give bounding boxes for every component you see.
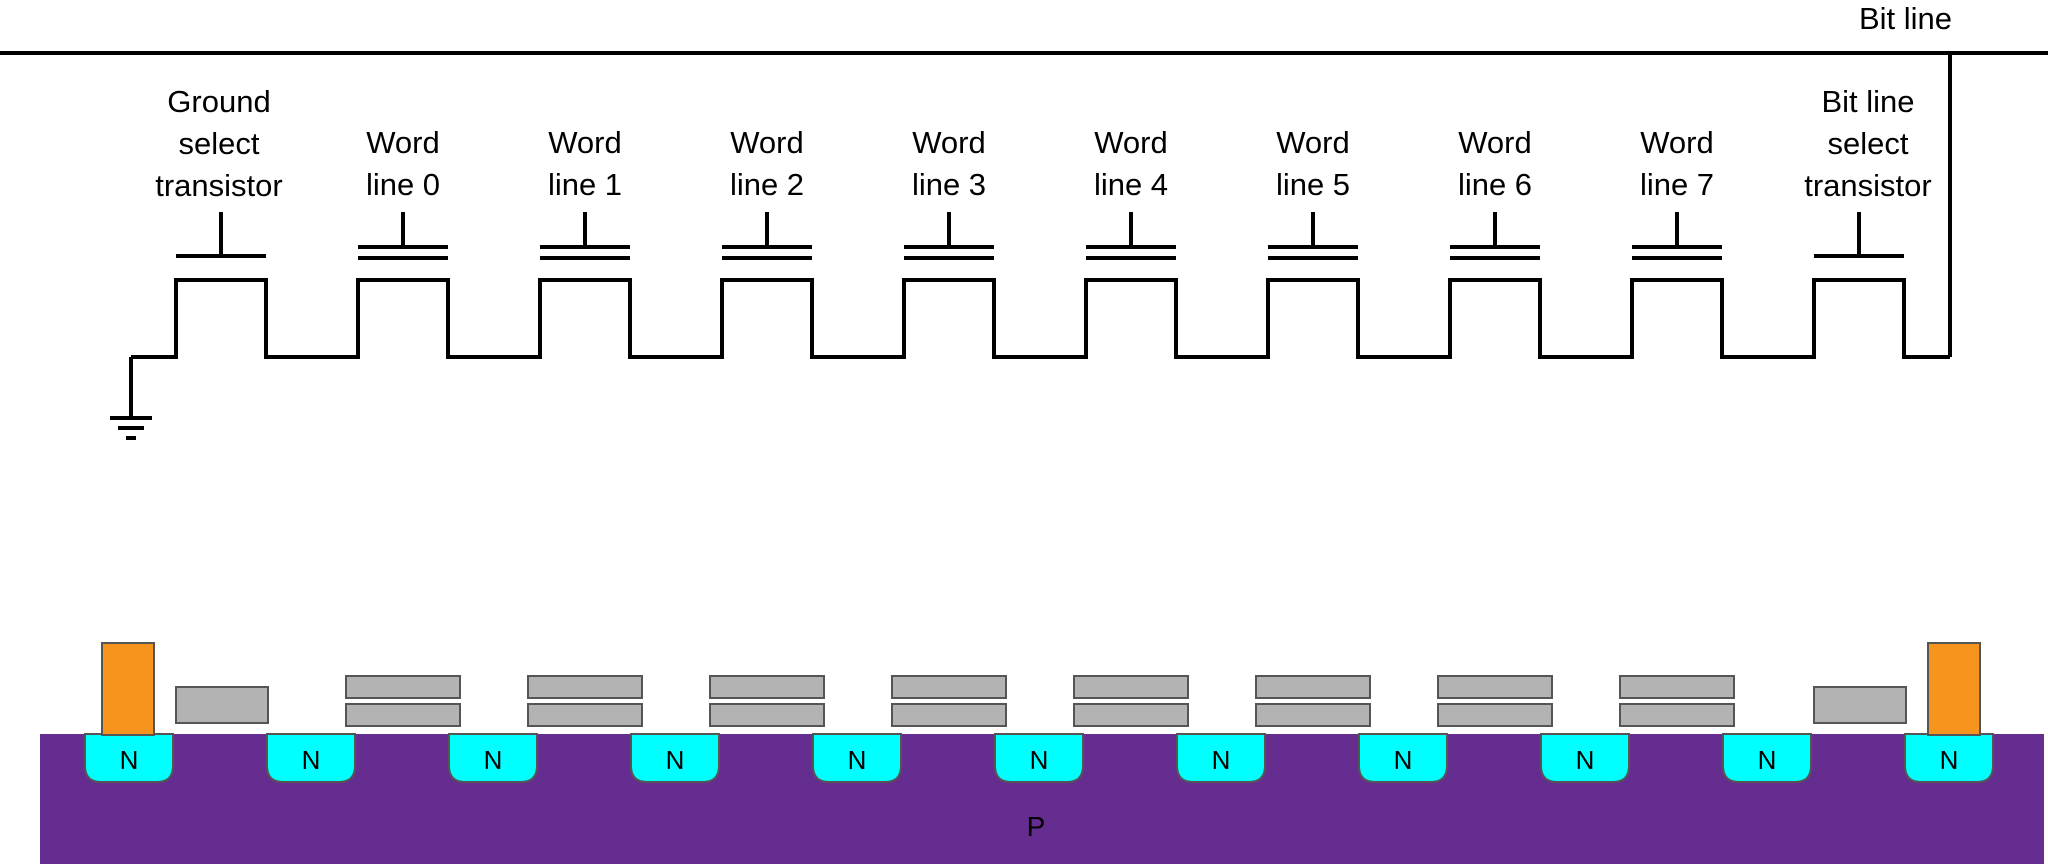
n-region: N [1540,733,1630,783]
n-region: N [1358,733,1448,783]
word-line-7-label-line: Word [1640,125,1714,160]
word-line-6-label: Word line 6 [1458,125,1532,202]
word-line-5-label-line: line 5 [1276,167,1350,202]
word-line-5-label-line: Word [1276,125,1350,160]
floating-gate-stack [1255,675,1371,727]
word-line-3-label: Word line 3 [912,125,986,202]
schematic [0,51,2048,418]
bit-line-select-transistor-label-line: transistor [1804,168,1931,203]
word-line-3-label-line: line 3 [912,167,986,202]
select-gate-symbol [176,212,266,258]
word-line-gate-symbol [358,212,448,260]
word-line-3-label-line: Word [912,125,986,160]
n-region: N [1176,733,1266,783]
n-region-label: N [120,745,139,775]
p-substrate-label: P [1027,811,1046,842]
word-line-2-label: Word line 2 [730,125,804,202]
word-line-gate-symbol [1268,212,1358,260]
word-line-1-label: Word line 1 [548,125,622,202]
ground-contact [101,642,155,736]
floating-gate-stack [1437,675,1553,727]
ground-icon [110,416,152,440]
n-region: N [84,733,174,783]
schematic-labels: Ground select transistor Word line 0 Word line… [155,84,1931,203]
n-region-label: N [484,745,503,775]
bit-line-label: Bit line [1859,1,1952,36]
word-line-gate-symbol [722,212,812,260]
n-region-label: N [1940,745,1959,775]
n-region: N [1904,733,1994,783]
word-line-1-label-line: line 1 [548,167,622,202]
word-line-gate-symbol [540,212,630,260]
ground-select-transistor-label-line: select [179,126,260,161]
n-region-label: N [1030,745,1049,775]
word-line-4-label-line: line 4 [1094,167,1168,202]
n-region-label: N [1212,745,1231,775]
word-line-0-label: Word line 0 [366,125,440,202]
n-region-label: N [666,745,685,775]
n-region-label: N [1758,745,1777,775]
word-line-gate-symbol [1632,212,1722,260]
n-region: N [1722,733,1812,783]
bit-line-select-transistor-label-line: Bit line [1821,84,1914,119]
select-gate-symbol [1814,212,1904,258]
word-line-4-label-line: Word [1094,125,1168,160]
ground-select-transistor-label-line: transistor [155,168,282,203]
select-gate [1813,686,1907,724]
floating-gate-stack [527,675,643,727]
word-line-2-label-line: line 2 [730,167,804,202]
n-region: N [812,733,902,783]
floating-gate-stack [1619,675,1735,727]
floating-gate-stack [891,675,1007,727]
gate-symbols [176,212,1904,260]
cross-section: N N N N N N N N N N N P [40,642,2044,864]
n-region: N [266,733,356,783]
word-line-6-label-line: Word [1458,125,1532,160]
word-line-0-label-line: line 0 [366,167,440,202]
bit-line-contact [1927,642,1981,736]
floating-gate-stack [1073,675,1189,727]
word-line-0-label-line: Word [366,125,440,160]
n-region-label: N [1576,745,1595,775]
word-line-2-label-line: Word [730,125,804,160]
ground-select-transistor-label-line: Ground [167,84,270,119]
n-region-label: N [302,745,321,775]
word-line-5-label: Word line 5 [1276,125,1350,202]
ground-select-transistor-label: Ground select transistor [155,84,282,203]
word-line-7-label-line: line 7 [1640,167,1714,202]
n-region: N [630,733,720,783]
floating-gate-stack [709,675,825,727]
word-line-gate-symbol [1086,212,1176,260]
select-gate [175,686,269,724]
word-line-4-label: Word line 4 [1094,125,1168,202]
word-line-1-label-line: Word [548,125,622,160]
n-region: N [994,733,1084,783]
bit-line-select-transistor-label-line: select [1828,126,1909,161]
n-region-label: N [1394,745,1413,775]
word-line-gate-symbol [904,212,994,260]
word-line-7-label: Word line 7 [1640,125,1714,202]
floating-gate-stack [345,675,461,727]
n-region: N [448,733,538,783]
bit-line-select-transistor-label: Bit line select transistor [1804,84,1931,203]
n-region-label: N [848,745,867,775]
nand-string-wire [131,278,1950,359]
word-line-6-label-line: line 6 [1458,167,1532,202]
word-line-gate-symbol [1450,212,1540,260]
